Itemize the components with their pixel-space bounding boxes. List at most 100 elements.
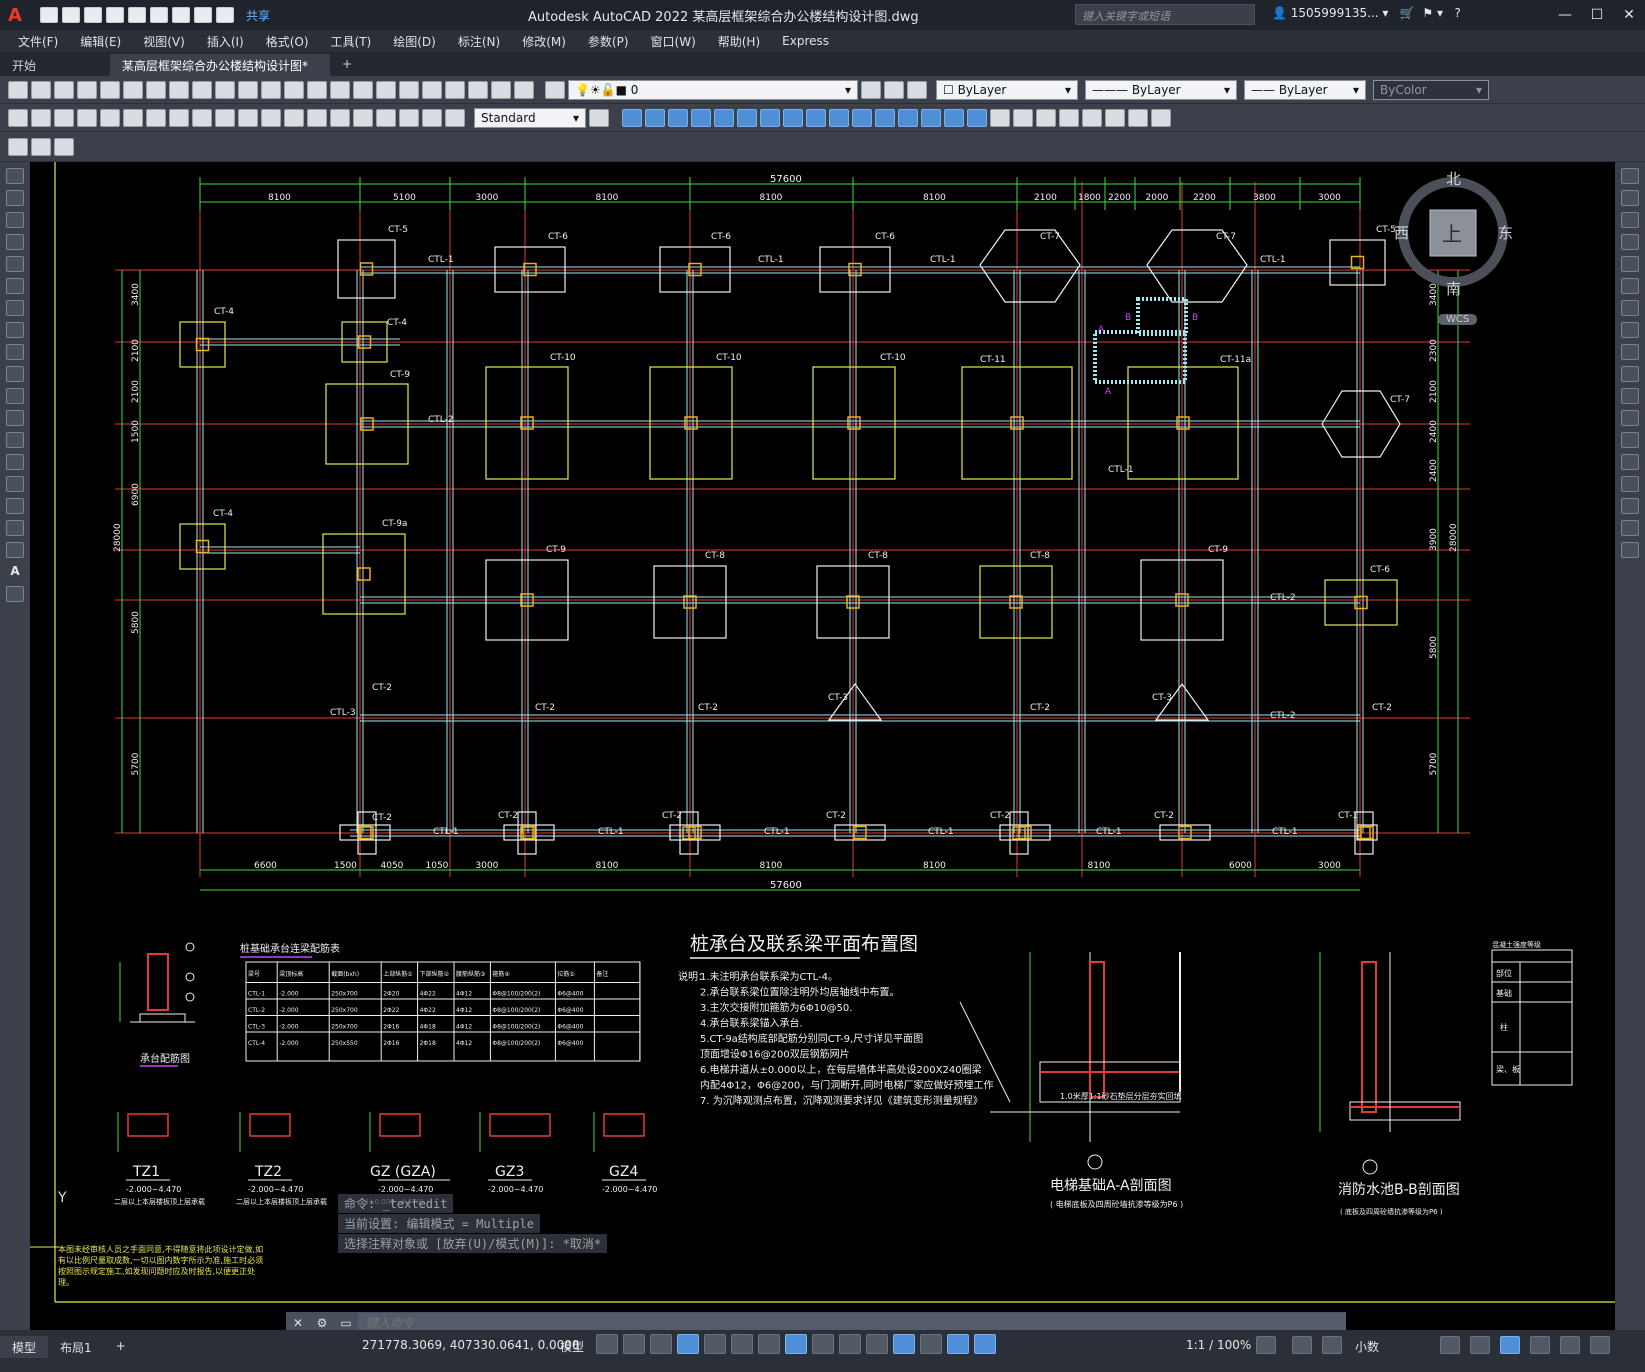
center-mark-icon[interactable] (330, 108, 350, 127)
publish-icon[interactable] (123, 80, 143, 99)
menu-tools[interactable]: 工具(T) (330, 34, 372, 49)
spell-check-icon[interactable] (54, 137, 74, 156)
infer-constraints-icon[interactable] (650, 1334, 672, 1354)
multiline-text-icon[interactable]: A (10, 564, 20, 578)
array-icon[interactable] (1621, 256, 1639, 272)
annotation-monitor-icon[interactable] (1322, 1336, 1342, 1354)
save-icon[interactable] (84, 7, 102, 23)
extend-icon[interactable] (1621, 388, 1639, 404)
chamfer-icon[interactable] (921, 108, 941, 127)
fillet-icon[interactable] (944, 108, 964, 127)
paste-icon[interactable] (192, 80, 212, 99)
selection-cycling-icon[interactable] (866, 1334, 888, 1354)
table-icon[interactable] (6, 542, 24, 558)
explode-icon[interactable] (967, 108, 987, 127)
undo-icon[interactable] (194, 7, 212, 23)
bring-front-icon[interactable] (1013, 108, 1033, 127)
lock-ui-icon[interactable] (1470, 1336, 1490, 1354)
layer-dropdown[interactable]: 💡☀🔓■ 0▾ (568, 79, 858, 100)
open-web-icon[interactable] (128, 7, 146, 23)
scale-icon[interactable] (783, 108, 803, 127)
ordinate-icon[interactable] (77, 108, 97, 127)
zoom-window-icon[interactable] (330, 80, 350, 99)
model-space-button[interactable]: 模型 (560, 1340, 585, 1354)
menu-parametric[interactable]: 参数(P) (587, 34, 629, 49)
break-at-point-icon[interactable] (1621, 410, 1639, 426)
units-readout[interactable]: 小数 (1355, 1340, 1380, 1354)
polar-icon[interactable] (704, 1334, 726, 1354)
workspace-gear-icon[interactable] (1256, 1336, 1276, 1354)
tab-layout1[interactable]: 布局1 (60, 1341, 92, 1355)
save-web-icon[interactable] (150, 7, 168, 23)
redo-icon[interactable] (261, 80, 281, 99)
arc-icon[interactable] (6, 278, 24, 294)
redo-icon[interactable] (216, 7, 234, 23)
layer-properties-icon[interactable] (545, 80, 565, 99)
move-icon[interactable] (737, 108, 757, 127)
tab-drawing[interactable]: 某高层框架综合办公楼结构设计图* (110, 54, 330, 76)
construction-line-icon[interactable] (6, 190, 24, 206)
markup-icon[interactable] (468, 80, 488, 99)
hatch-icon[interactable] (6, 476, 24, 492)
isolate-icon[interactable] (1105, 108, 1125, 127)
transparency-icon[interactable] (839, 1334, 861, 1354)
open-file-icon[interactable] (62, 7, 80, 23)
scale-icon[interactable] (1621, 322, 1639, 338)
wcs-menu[interactable]: WCS (1438, 314, 1478, 325)
continue-icon[interactable] (238, 108, 258, 127)
stretch-icon[interactable] (1621, 344, 1639, 360)
object-snap-icon[interactable] (785, 1334, 807, 1354)
user-account[interactable]: 👤 1505999135... ▾ 🛒 ⚑ ▾ ? (1272, 6, 1461, 20)
revision-cloud-icon[interactable] (6, 322, 24, 338)
dimension-text-edit-icon[interactable] (422, 108, 442, 127)
region-icon[interactable] (6, 520, 24, 536)
point-icon[interactable] (6, 454, 24, 470)
add-selected-icon[interactable] (6, 586, 24, 602)
menu-edit[interactable]: 编辑(E) (80, 34, 122, 49)
isodraft-icon[interactable] (731, 1334, 753, 1354)
minimize-button[interactable]: — (1558, 7, 1572, 23)
jogged-linear-icon[interactable] (376, 108, 396, 127)
ortho-icon[interactable] (677, 1334, 699, 1354)
line-icon[interactable] (6, 168, 24, 184)
menu-draw[interactable]: 绘图(D) (393, 34, 436, 49)
annotation-scale[interactable]: 1:1 / 100% (1186, 1338, 1252, 1352)
share-button[interactable]: 共享 (246, 8, 271, 23)
calculator-icon[interactable] (491, 80, 511, 99)
command-prompt-icon[interactable]: ▭ (340, 1316, 352, 1330)
properties-icon[interactable] (376, 80, 396, 99)
customize-status-icon[interactable] (1590, 1336, 1610, 1354)
insert-block-icon[interactable] (6, 410, 24, 426)
baseline-icon[interactable] (215, 108, 235, 127)
plotstyle-dropdown[interactable]: ByColor▾ (1373, 79, 1489, 100)
select-similar-icon[interactable] (1151, 108, 1171, 127)
angular-icon[interactable] (169, 108, 189, 127)
blend-curves-icon[interactable] (1621, 520, 1639, 536)
menu-window[interactable]: 窗口(W) (650, 34, 696, 49)
menu-view[interactable]: 视图(V) (143, 34, 185, 49)
spline-icon[interactable] (6, 344, 24, 360)
close-button[interactable]: ✕ (1623, 7, 1635, 23)
menu-help[interactable]: 帮助(H) (717, 34, 761, 49)
circle-icon[interactable] (6, 300, 24, 316)
draw-order-icon[interactable] (990, 108, 1010, 127)
coordinates-readout[interactable]: 271778.3069, 407330.0641, 0.0000 (362, 1338, 580, 1352)
rectangle-icon[interactable] (6, 256, 24, 272)
erase-icon[interactable] (622, 108, 642, 127)
save-icon[interactable] (54, 80, 74, 99)
copy-object-icon[interactable] (645, 108, 665, 127)
ellipse-arc-icon[interactable] (6, 388, 24, 404)
inspection-icon[interactable] (353, 108, 373, 127)
chamfer-icon[interactable] (1621, 476, 1639, 492)
ellipse-icon[interactable] (6, 366, 24, 382)
diameter-icon[interactable] (146, 108, 166, 127)
gradient-icon[interactable] (6, 498, 24, 514)
quick-dimension-icon[interactable] (192, 108, 212, 127)
zoom-realtime-icon[interactable] (307, 80, 327, 99)
tab-start[interactable]: 开始 (12, 59, 37, 73)
undo-icon[interactable] (238, 80, 258, 99)
match-properties-icon[interactable] (215, 80, 235, 99)
make-block-icon[interactable] (6, 432, 24, 448)
color-dropdown[interactable]: ☐ ByLayer▾ (936, 79, 1078, 100)
